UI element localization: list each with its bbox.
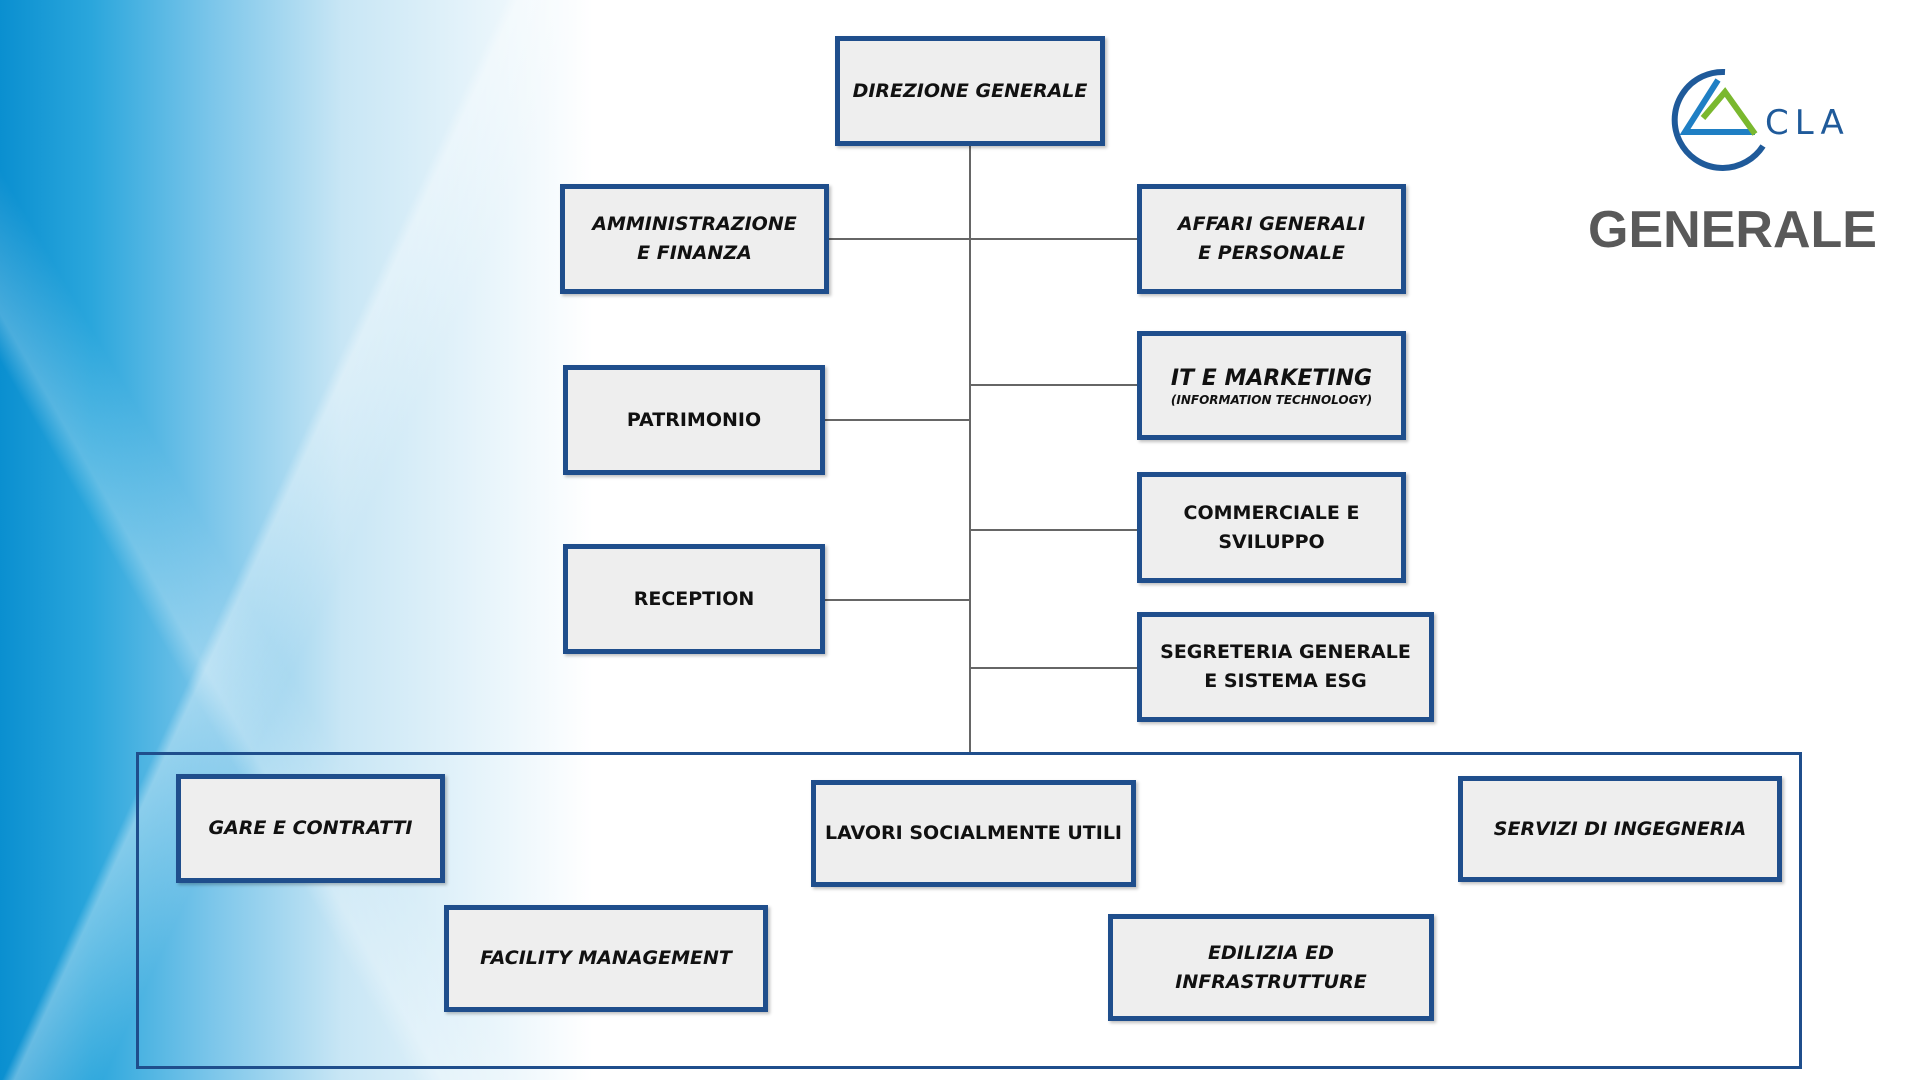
box-segreteria-esg: SEGRETERIA GENERALE E SISTEMA ESG <box>1137 612 1434 722</box>
box-label: IT E MARKETING <box>1170 366 1373 391</box>
box-lavori-socialmente-utili: LAVORI SOCIALMENTE UTILI <box>811 780 1136 887</box>
connector <box>825 419 971 421</box>
staff-units-frame <box>136 752 1802 1069</box>
box-label: SERVIZI DI INGEGNERIA <box>1493 817 1747 840</box>
box-label: SEGRETERIA GENERALE E SISTEMA ESG <box>1160 641 1411 692</box>
box-facility-management: FACILITY MANAGEMENT <box>444 905 768 1012</box>
cla-logo: CLA <box>1665 64 1865 179</box>
box-patrimonio: PATRIMONIO <box>563 365 825 475</box>
box-label: AMMINISTRAZIONE E FINANZA <box>592 213 797 264</box>
connector <box>829 238 1137 240</box>
box-sublabel: (INFORMATION TECHNOLOGY) <box>1170 393 1373 407</box>
connector <box>970 667 1137 669</box>
box-label: RECEPTION <box>633 587 755 610</box>
connector-trunk <box>969 146 971 752</box>
box-label: GARE E CONTRATTI <box>208 817 413 839</box>
box-label: DIREZIONE GENERALE <box>852 79 1088 102</box>
background-decoration <box>0 0 760 1080</box>
box-label: LAVORI SOCIALMENTE UTILI <box>825 822 1122 844</box>
box-affari-generali: AFFARI GENERALI E PERSONALE <box>1137 184 1406 294</box>
box-commerciale-sviluppo: COMMERCIALE E SVILUPPO <box>1137 472 1406 583</box>
box-label: EDILIZIA ED INFRASTRUTTURE <box>1175 941 1367 993</box>
page-title: GENERALE <box>1588 201 1877 259</box>
connector <box>825 599 971 601</box>
box-servizi-ingegneria: SERVIZI DI INGEGNERIA <box>1458 776 1782 882</box>
box-amministrazione-finanza: AMMINISTRAZIONE E FINANZA <box>560 184 829 294</box>
box-reception: RECEPTION <box>563 544 825 654</box>
box-label: FACILITY MANAGEMENT <box>480 947 732 969</box>
connector <box>970 529 1137 531</box>
box-label: COMMERCIALE E SVILUPPO <box>1183 501 1360 553</box>
box-gare-contratti: GARE E CONTRATTI <box>176 774 445 883</box>
connector <box>970 384 1137 386</box>
box-direzione-generale: DIREZIONE GENERALE <box>835 36 1105 146</box>
box-it-marketing: IT E MARKETING (INFORMATION TECHNOLOGY) <box>1137 331 1406 440</box>
box-label: PATRIMONIO <box>626 408 762 431</box>
logo-text: CLA <box>1765 103 1850 143</box>
box-label: AFFARI GENERALI E PERSONALE <box>1177 213 1366 264</box>
box-edilizia-infrastrutture: EDILIZIA ED INFRASTRUTTURE <box>1108 914 1434 1021</box>
